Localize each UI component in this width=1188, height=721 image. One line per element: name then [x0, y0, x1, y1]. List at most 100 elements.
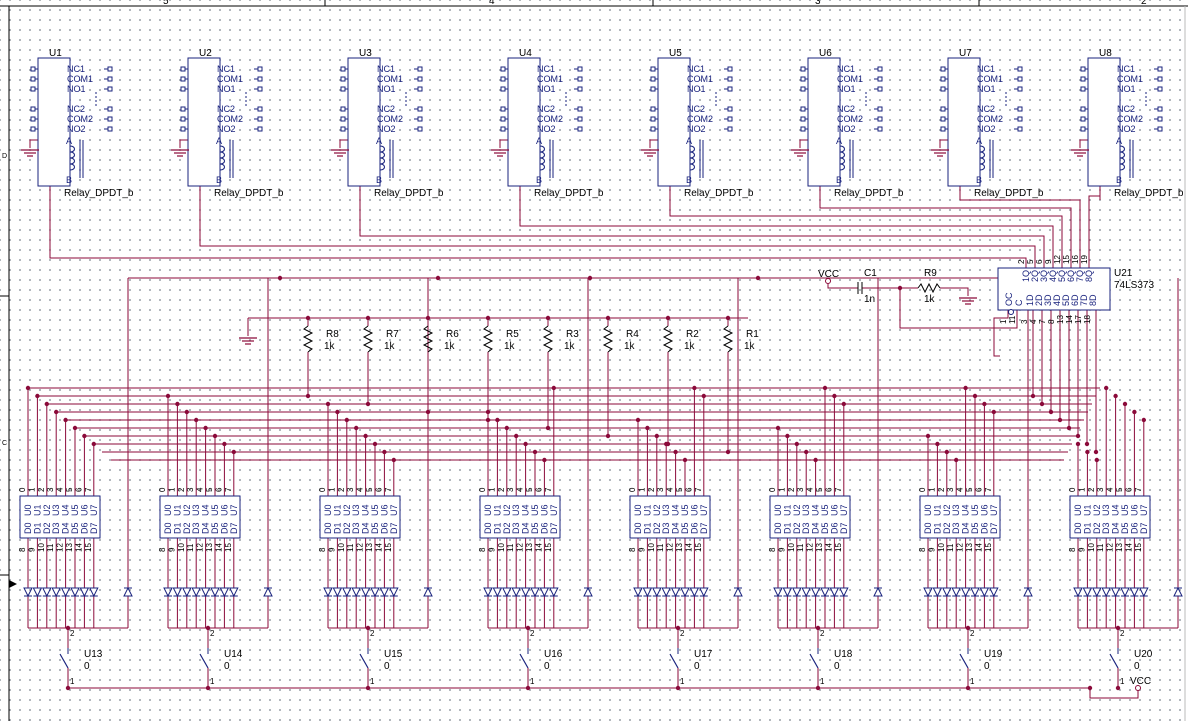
- dip-pin-number: 3: [656, 487, 665, 492]
- relay-pin-square: [727, 76, 733, 82]
- relay-pin-label: NC2: [837, 104, 855, 114]
- dip-pin-number: 2: [937, 487, 946, 492]
- relay-ref: U8: [1099, 48, 1112, 59]
- dip-pin-label: D0: [483, 522, 493, 534]
- relay-pin-square: [180, 66, 186, 72]
- junction-dot: [354, 425, 359, 431]
- relay-pin-square: [180, 76, 186, 82]
- junction-dot: [692, 385, 697, 391]
- latch-pin-number: 14: [1065, 315, 1074, 324]
- c1-wire: [827, 284, 858, 289]
- junction-dot: [1104, 385, 1109, 391]
- dip-pin-number: 12: [806, 543, 815, 552]
- dip-pin-label: D7: [549, 522, 559, 534]
- dip-pin-number: 6: [684, 487, 693, 492]
- relay-pin-label: COM1: [837, 74, 863, 84]
- diode-symbol: [548, 587, 559, 598]
- diode-symbol: [1173, 586, 1183, 597]
- dip-pin-number: 1: [167, 487, 176, 492]
- resistor-symbol: [482, 325, 494, 353]
- dip-pin-number: 1: [637, 487, 646, 492]
- relay-pin-square: [577, 86, 583, 92]
- resistor-ref: R3: [566, 329, 579, 340]
- relay-pin-square: [257, 66, 263, 72]
- junction-dot: [701, 393, 706, 399]
- relay-pin-label: B: [1116, 175, 1122, 185]
- dip-pin-label: U7: [839, 504, 849, 516]
- diode-symbol: [200, 587, 211, 598]
- dip-pin-number: 3: [186, 487, 195, 492]
- relay-pin-label: NO2: [537, 124, 556, 134]
- relay-pin-label: NO1: [977, 84, 996, 94]
- junction-dot: [1093, 449, 1099, 455]
- switch-pin-number: 1: [70, 677, 75, 686]
- dip-pin-number: 3: [1096, 487, 1105, 492]
- junction-dot: [954, 457, 959, 463]
- diode-symbol: [651, 587, 662, 598]
- dip-body: [159, 495, 241, 539]
- switch-pin-number: 2: [210, 629, 215, 638]
- switch-pin-number: 2: [820, 629, 825, 638]
- dip-pin-label: U1: [782, 504, 792, 516]
- diode-symbol: [791, 587, 802, 598]
- relay-pin-square: [500, 86, 506, 92]
- dip-pin-label: U0: [633, 504, 643, 516]
- diode-symbol: [1120, 587, 1130, 598]
- diode-symbol: [539, 587, 550, 598]
- dip-pin-number: 8: [158, 547, 167, 552]
- dip-pin-label: D3: [951, 522, 961, 534]
- dip-pin-label: D6: [79, 522, 89, 534]
- switch-pin-number: 2: [680, 629, 685, 638]
- relay-pin-square: [1157, 66, 1163, 72]
- junction-dot: [382, 449, 387, 455]
- relay-pin-label: COM2: [1117, 114, 1143, 124]
- diode-symbol: [323, 587, 333, 598]
- junction-dot: [344, 417, 349, 423]
- relay-pin-square: [500, 76, 506, 82]
- diode-symbol: [332, 587, 343, 598]
- switch-value: 0: [384, 661, 390, 672]
- dip-pin-label: D5: [970, 522, 980, 534]
- dip-pin-label: D1: [32, 522, 42, 534]
- relay-pin-square: [800, 76, 806, 82]
- relay-coil: [539, 145, 546, 171]
- junction-dot: [664, 441, 669, 447]
- diode-symbol: [1023, 586, 1033, 597]
- relay-pin-square: [1017, 116, 1023, 122]
- wires-layer: [25, 139, 1179, 699]
- relay-to-latch-wire: [49, 200, 1027, 268]
- resistor-value: 1k: [324, 341, 336, 352]
- dip-pin-number: 6: [1124, 487, 1133, 492]
- row-label-c: C: [2, 440, 7, 447]
- dip-pin-number: 14: [214, 543, 223, 552]
- dip-pin-number: 3: [46, 487, 55, 492]
- relay-pin-label: COM1: [217, 74, 243, 84]
- dip-pin-number: 4: [516, 487, 525, 492]
- switch-pin-number: 1: [970, 677, 975, 686]
- relay-pin-label: NO1: [837, 84, 856, 94]
- dip-pin-number: 8: [768, 547, 777, 552]
- relay-ref: U3: [359, 48, 372, 59]
- dip-pin-label: U7: [699, 504, 709, 516]
- relay-pin-label: NO2: [217, 124, 236, 134]
- relay-coil: [219, 145, 226, 171]
- relay-pin-square: [107, 116, 113, 122]
- junction-dot: [175, 401, 180, 407]
- latch-ref: U21: [1114, 268, 1133, 279]
- dip-pin-label: U4: [811, 504, 821, 516]
- relay-coil: [69, 145, 76, 171]
- relay-pin-label: COM2: [977, 114, 1003, 124]
- relay-pin-square: [30, 66, 36, 72]
- relay-pin-square: [727, 116, 733, 122]
- dip-pin-label: D0: [163, 522, 173, 534]
- relay-body: [347, 57, 381, 187]
- resistor-ref: R8: [326, 329, 339, 340]
- dip-pin-number: 9: [27, 547, 36, 552]
- relay-pin-square: [650, 106, 656, 112]
- dip-pin-number: 12: [56, 543, 65, 552]
- dip-pin-label: U5: [970, 504, 980, 516]
- dip-pin-label: D5: [530, 522, 540, 534]
- dip-pin-number: 8: [318, 547, 327, 552]
- dip-pin-number: 3: [796, 487, 805, 492]
